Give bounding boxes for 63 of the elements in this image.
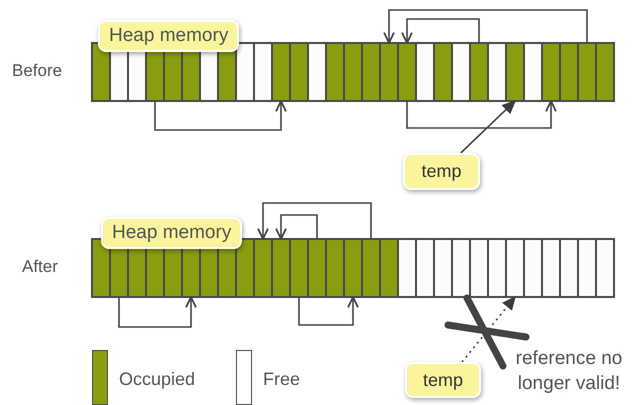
occupied-cell (470, 43, 488, 101)
free-cell (452, 43, 470, 101)
heap-memory-tooltip: Heap memory (101, 217, 242, 249)
free-cell (308, 43, 326, 101)
reference-arrow (257, 202, 372, 240)
reference-arrow (401, 18, 480, 44)
occupied-cell (560, 43, 578, 101)
reference-arrow (154, 100, 287, 131)
occupied-cell (362, 239, 380, 297)
occupied-cell (596, 43, 614, 101)
free-cell (452, 239, 470, 297)
free-cell (596, 239, 614, 297)
occupied-cell (290, 43, 308, 101)
free-cell (578, 239, 596, 297)
reference-arrow (118, 296, 197, 328)
free-cell (416, 43, 434, 101)
free-cell (560, 239, 578, 297)
occupied-cell (362, 43, 380, 101)
occupied-cell (344, 239, 362, 297)
legend-label: Occupied (119, 369, 196, 390)
warning-note: reference no longer valid! (514, 347, 624, 396)
occupied-cell (326, 43, 344, 101)
occupied-cell (254, 239, 272, 297)
variable-tag: temp (403, 153, 480, 190)
occupied-cell (578, 43, 596, 101)
heap-memory-tooltip: Heap memory (98, 20, 240, 52)
free-cell (398, 239, 416, 297)
occupied-cell (308, 239, 326, 297)
free-cell (524, 239, 542, 297)
variable-tag: temp (405, 362, 481, 398)
occupied-cell (92, 43, 110, 101)
occupied-cell (380, 239, 398, 297)
occupied-cell (542, 43, 560, 101)
occupied-cell (326, 239, 344, 297)
occupied-cell (434, 43, 452, 101)
free-cell (524, 43, 542, 101)
occupied-cell (380, 43, 398, 101)
dotted-arrow (461, 296, 516, 362)
occupied-cell (506, 43, 524, 101)
free-cell (506, 239, 524, 297)
reference-arrow (298, 296, 359, 326)
free-cell (236, 43, 254, 101)
free-cell (488, 43, 506, 101)
free-cell (542, 239, 560, 297)
occupied-cell (272, 43, 290, 101)
occupied-cell (398, 43, 416, 101)
reference-arrow (275, 214, 318, 240)
legend-label: Free (263, 369, 300, 390)
occupied-cell (92, 239, 110, 297)
free-cell (488, 239, 506, 297)
occupied-cell (272, 239, 290, 297)
free-cell (416, 239, 434, 297)
reference-arrow (406, 100, 557, 129)
free-cell (254, 43, 272, 101)
free-cell (470, 239, 488, 297)
reference-arrow (460, 100, 516, 154)
occupied-cell (236, 239, 254, 297)
free-cell (434, 239, 452, 297)
row-label: After (22, 257, 58, 277)
occupied-cell (344, 43, 362, 101)
occupied-cell (290, 239, 308, 297)
reference-arrow (383, 9, 588, 44)
row-label: Before (12, 61, 62, 81)
